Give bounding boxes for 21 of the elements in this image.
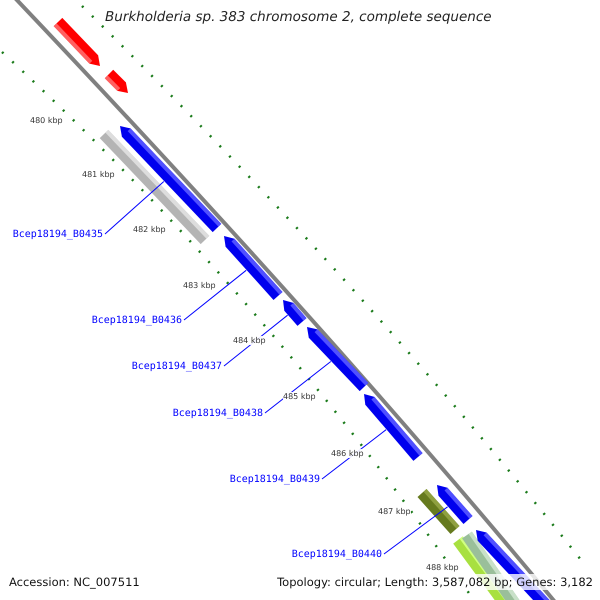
title: Burkholderia sp. 383 chromosome 2, complete sequence xyxy=(105,9,492,25)
gene-label: Bcep18194_B0436 xyxy=(92,315,182,326)
gene-label: Bcep18194_B0440 xyxy=(292,549,382,560)
scale-label: 487 kbp xyxy=(378,507,411,516)
leader-line xyxy=(384,506,448,554)
gene-feature xyxy=(224,236,282,300)
scale-label: 480 kbp xyxy=(30,116,63,125)
gene-label: Bcep18194_B0437 xyxy=(132,361,222,372)
scale-label: 484 kbp xyxy=(233,336,266,345)
leader-line xyxy=(104,181,164,234)
gene-feature xyxy=(283,300,306,326)
leader-line xyxy=(184,270,247,320)
gene-feature xyxy=(364,394,423,461)
scale-label: 482 kbp xyxy=(133,225,166,234)
gene-feature xyxy=(307,327,368,392)
gene-label: Bcep18194_B0439 xyxy=(230,474,320,485)
gene-feature xyxy=(120,126,222,232)
leader-line xyxy=(264,361,332,414)
gene-feature xyxy=(437,485,472,524)
gene-label: Bcep18194_B0438 xyxy=(172,408,263,419)
gene-label: Bcep18194_B0435 xyxy=(12,229,103,240)
